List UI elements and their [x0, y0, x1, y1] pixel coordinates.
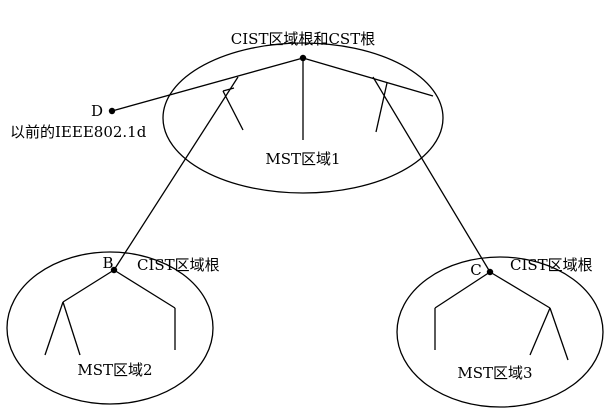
node-c: [486, 268, 494, 276]
region-2-tree: [44, 269, 176, 356]
region-2-root-label: CIST区域根: [137, 256, 220, 274]
region-3-tree: [434, 271, 569, 361]
link-to-region-3: [372, 76, 491, 273]
region-2-ellipse: [6, 251, 214, 405]
node-b-label: B: [102, 254, 113, 272]
region-1-name: MST区域1: [265, 150, 340, 168]
region-3-root-label: CIST区域根: [510, 256, 593, 274]
region-3-ellipse: [396, 256, 604, 408]
region-3-name: MST区域3: [457, 364, 532, 382]
region-1-root-label: CIST区域根和CST根: [231, 30, 375, 48]
region-1-tree: [111, 57, 434, 140]
node-root: [299, 54, 307, 62]
node-b: [110, 266, 118, 274]
region-2-name: MST区域2: [77, 361, 152, 379]
external-label: 以前的IEEE802.1d: [10, 123, 147, 141]
link-to-region-2: [113, 76, 239, 271]
node-d: [108, 107, 116, 115]
region-1-ellipse: [162, 42, 444, 194]
node-c-label: C: [470, 261, 481, 279]
node-d-label: D: [91, 102, 103, 120]
